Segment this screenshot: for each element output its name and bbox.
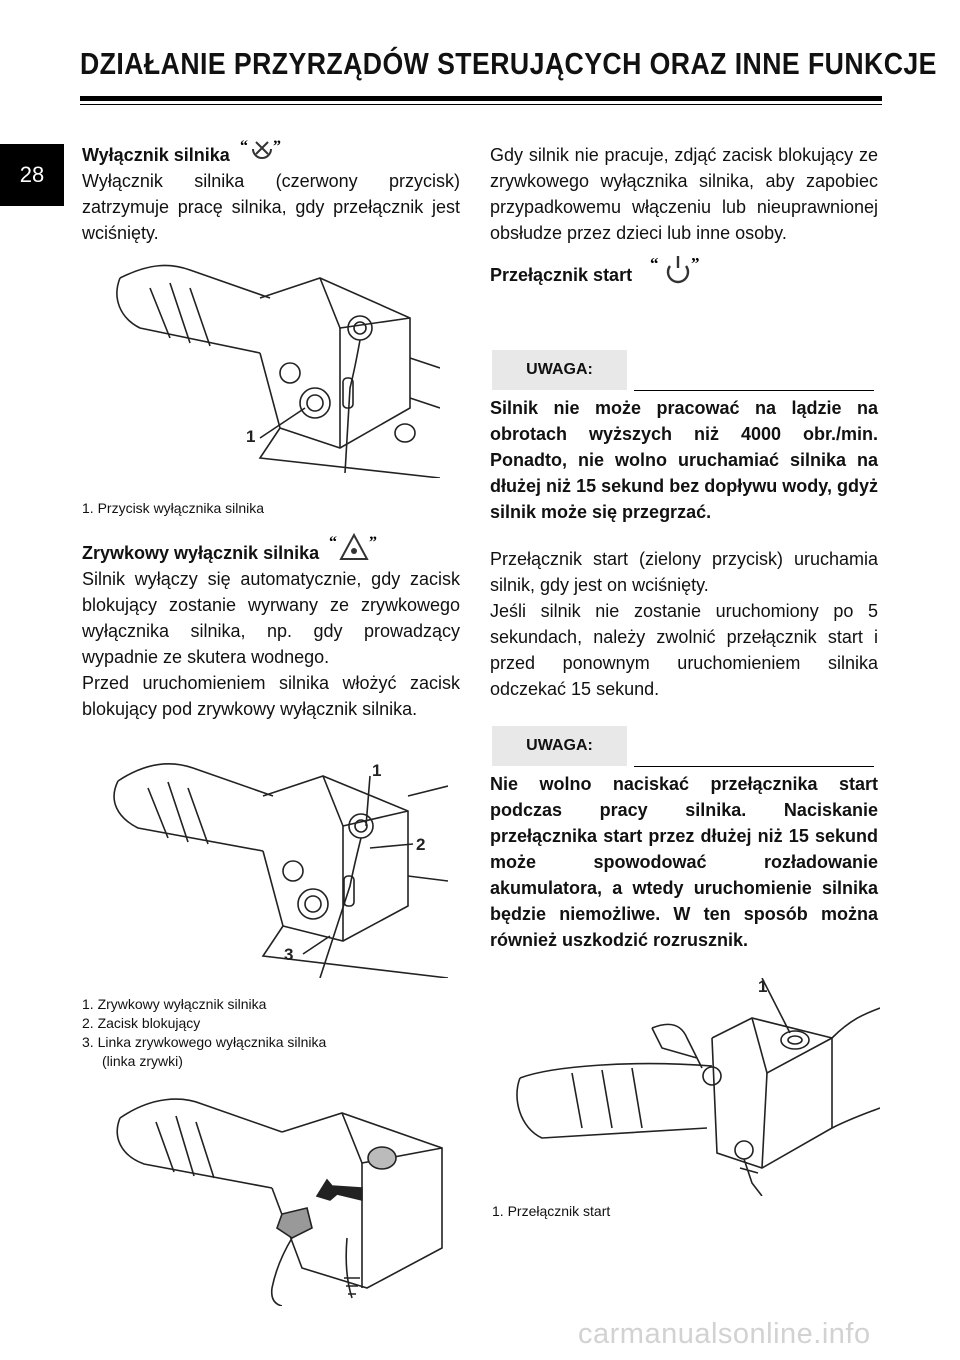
lanyard-warning-icon: “ ” xyxy=(329,533,377,561)
lanyard-text-1: Silnik wyłączy się automatycznie, gdy za… xyxy=(82,569,460,667)
figure-2-caption-1: 1. Zrywkowy wyłącznik silnika xyxy=(82,996,267,1012)
left-column: Wyłącznik silnika “ ” Wyłącznik silnika … xyxy=(82,138,460,246)
svg-text:”: ” xyxy=(273,138,281,155)
note-label-2-text: UWAGA: xyxy=(526,737,593,754)
svg-text:“: “ xyxy=(240,138,248,155)
page-title: DZIAŁANIE PRZYRZĄDÓW STERUJĄCYCH ORAZ IN… xyxy=(80,46,937,81)
lanyard-section: Zrywkowy wyłącznik silnika “ ” Silnik wy… xyxy=(82,533,460,722)
note-2-text: Nie wolno naciskać przełącznika start po… xyxy=(490,774,878,950)
intro-text: Gdy silnik nie pracuje, zdjąć zacisk blo… xyxy=(490,145,878,243)
note-label-1-text: UWAGA: xyxy=(526,361,593,378)
start-heading-row: Przełącznik start “ ” xyxy=(490,254,878,288)
kill-switch-heading-row: Wyłącznik silnika “ ” xyxy=(82,138,460,168)
lanyard-heading: Zrywkowy wyłącznik silnika xyxy=(82,543,320,563)
figure-clip-insertion xyxy=(116,1098,443,1306)
watermark: carmanualsonline.info xyxy=(578,1318,871,1350)
start-section: Przełącznik start (zielony przycisk) uru… xyxy=(490,546,878,702)
figure-4-callout: 1 xyxy=(758,978,767,996)
note-label-2: UWAGA: xyxy=(492,726,627,766)
svg-text:“: “ xyxy=(650,254,659,273)
figure-2-caption-3-cont: (linka zrywki) xyxy=(102,1053,183,1069)
header-rule-thick xyxy=(80,96,882,101)
kill-switch-heading: Wyłącznik silnika xyxy=(82,145,230,165)
figure-1-callout: 1 xyxy=(246,427,255,446)
figure-2-captions: 1. Zrywkowy wyłącznik silnika 2. Zacisk … xyxy=(82,995,460,1071)
figure-kill-switch: 1 xyxy=(116,264,440,478)
lanyard-text-2: Przed uruchomieniem silnika włożyć zacis… xyxy=(82,673,460,719)
start-text-1: Przełącznik start (zielony przycisk) uru… xyxy=(490,549,878,595)
page-number-tab: 28 xyxy=(0,144,64,206)
right-column: Gdy silnik nie pracuje, zdjąć zacisk blo… xyxy=(490,142,878,288)
note-1-body: Silnik nie może pracować na lądzie na ob… xyxy=(490,395,878,525)
start-text-2: Jeśli silnik nie zostanie uruchomiony po… xyxy=(490,601,878,699)
figure-2-callout-1: 1 xyxy=(372,761,381,780)
figure-2-caption-2: 2. Zacisk blokujący xyxy=(82,1015,201,1031)
figure-2-caption-3: 3. Linka zrywkowego wyłącznika silnika xyxy=(82,1034,327,1050)
note-divider-1 xyxy=(634,390,874,391)
svg-text:”: ” xyxy=(691,254,700,273)
figure-2-callout-3: 3 xyxy=(284,945,293,964)
svg-text:”: ” xyxy=(369,534,377,551)
figure-start-switch: 1 xyxy=(516,978,880,1196)
lanyard-heading-row: Zrywkowy wyłącznik silnika “ ” xyxy=(82,533,460,566)
engine-stop-icon: “ ” xyxy=(240,138,281,160)
header-rule-thin xyxy=(80,104,882,105)
note-2-body: Nie wolno naciskać przełącznika start po… xyxy=(490,771,878,953)
kill-switch-text: Wyłącznik silnika (czerwony przycisk) za… xyxy=(82,171,460,243)
note-divider-2 xyxy=(634,766,874,767)
figure-1-caption: 1. Przycisk wyłącznika silnika xyxy=(82,500,265,516)
figure-4-caption: 1. Przełącznik start xyxy=(492,1203,611,1219)
note-label-1: UWAGA: xyxy=(492,350,627,390)
start-heading: Przełącznik start xyxy=(490,265,633,285)
engine-start-icon: “ ” xyxy=(650,254,700,284)
svg-text:“: “ xyxy=(329,534,337,551)
figure-2-callout-2: 2 xyxy=(416,835,425,854)
figure-lanyard-switch: 1 2 3 xyxy=(113,761,448,978)
note-1-text: Silnik nie może pracować na lądzie na ob… xyxy=(490,398,878,522)
